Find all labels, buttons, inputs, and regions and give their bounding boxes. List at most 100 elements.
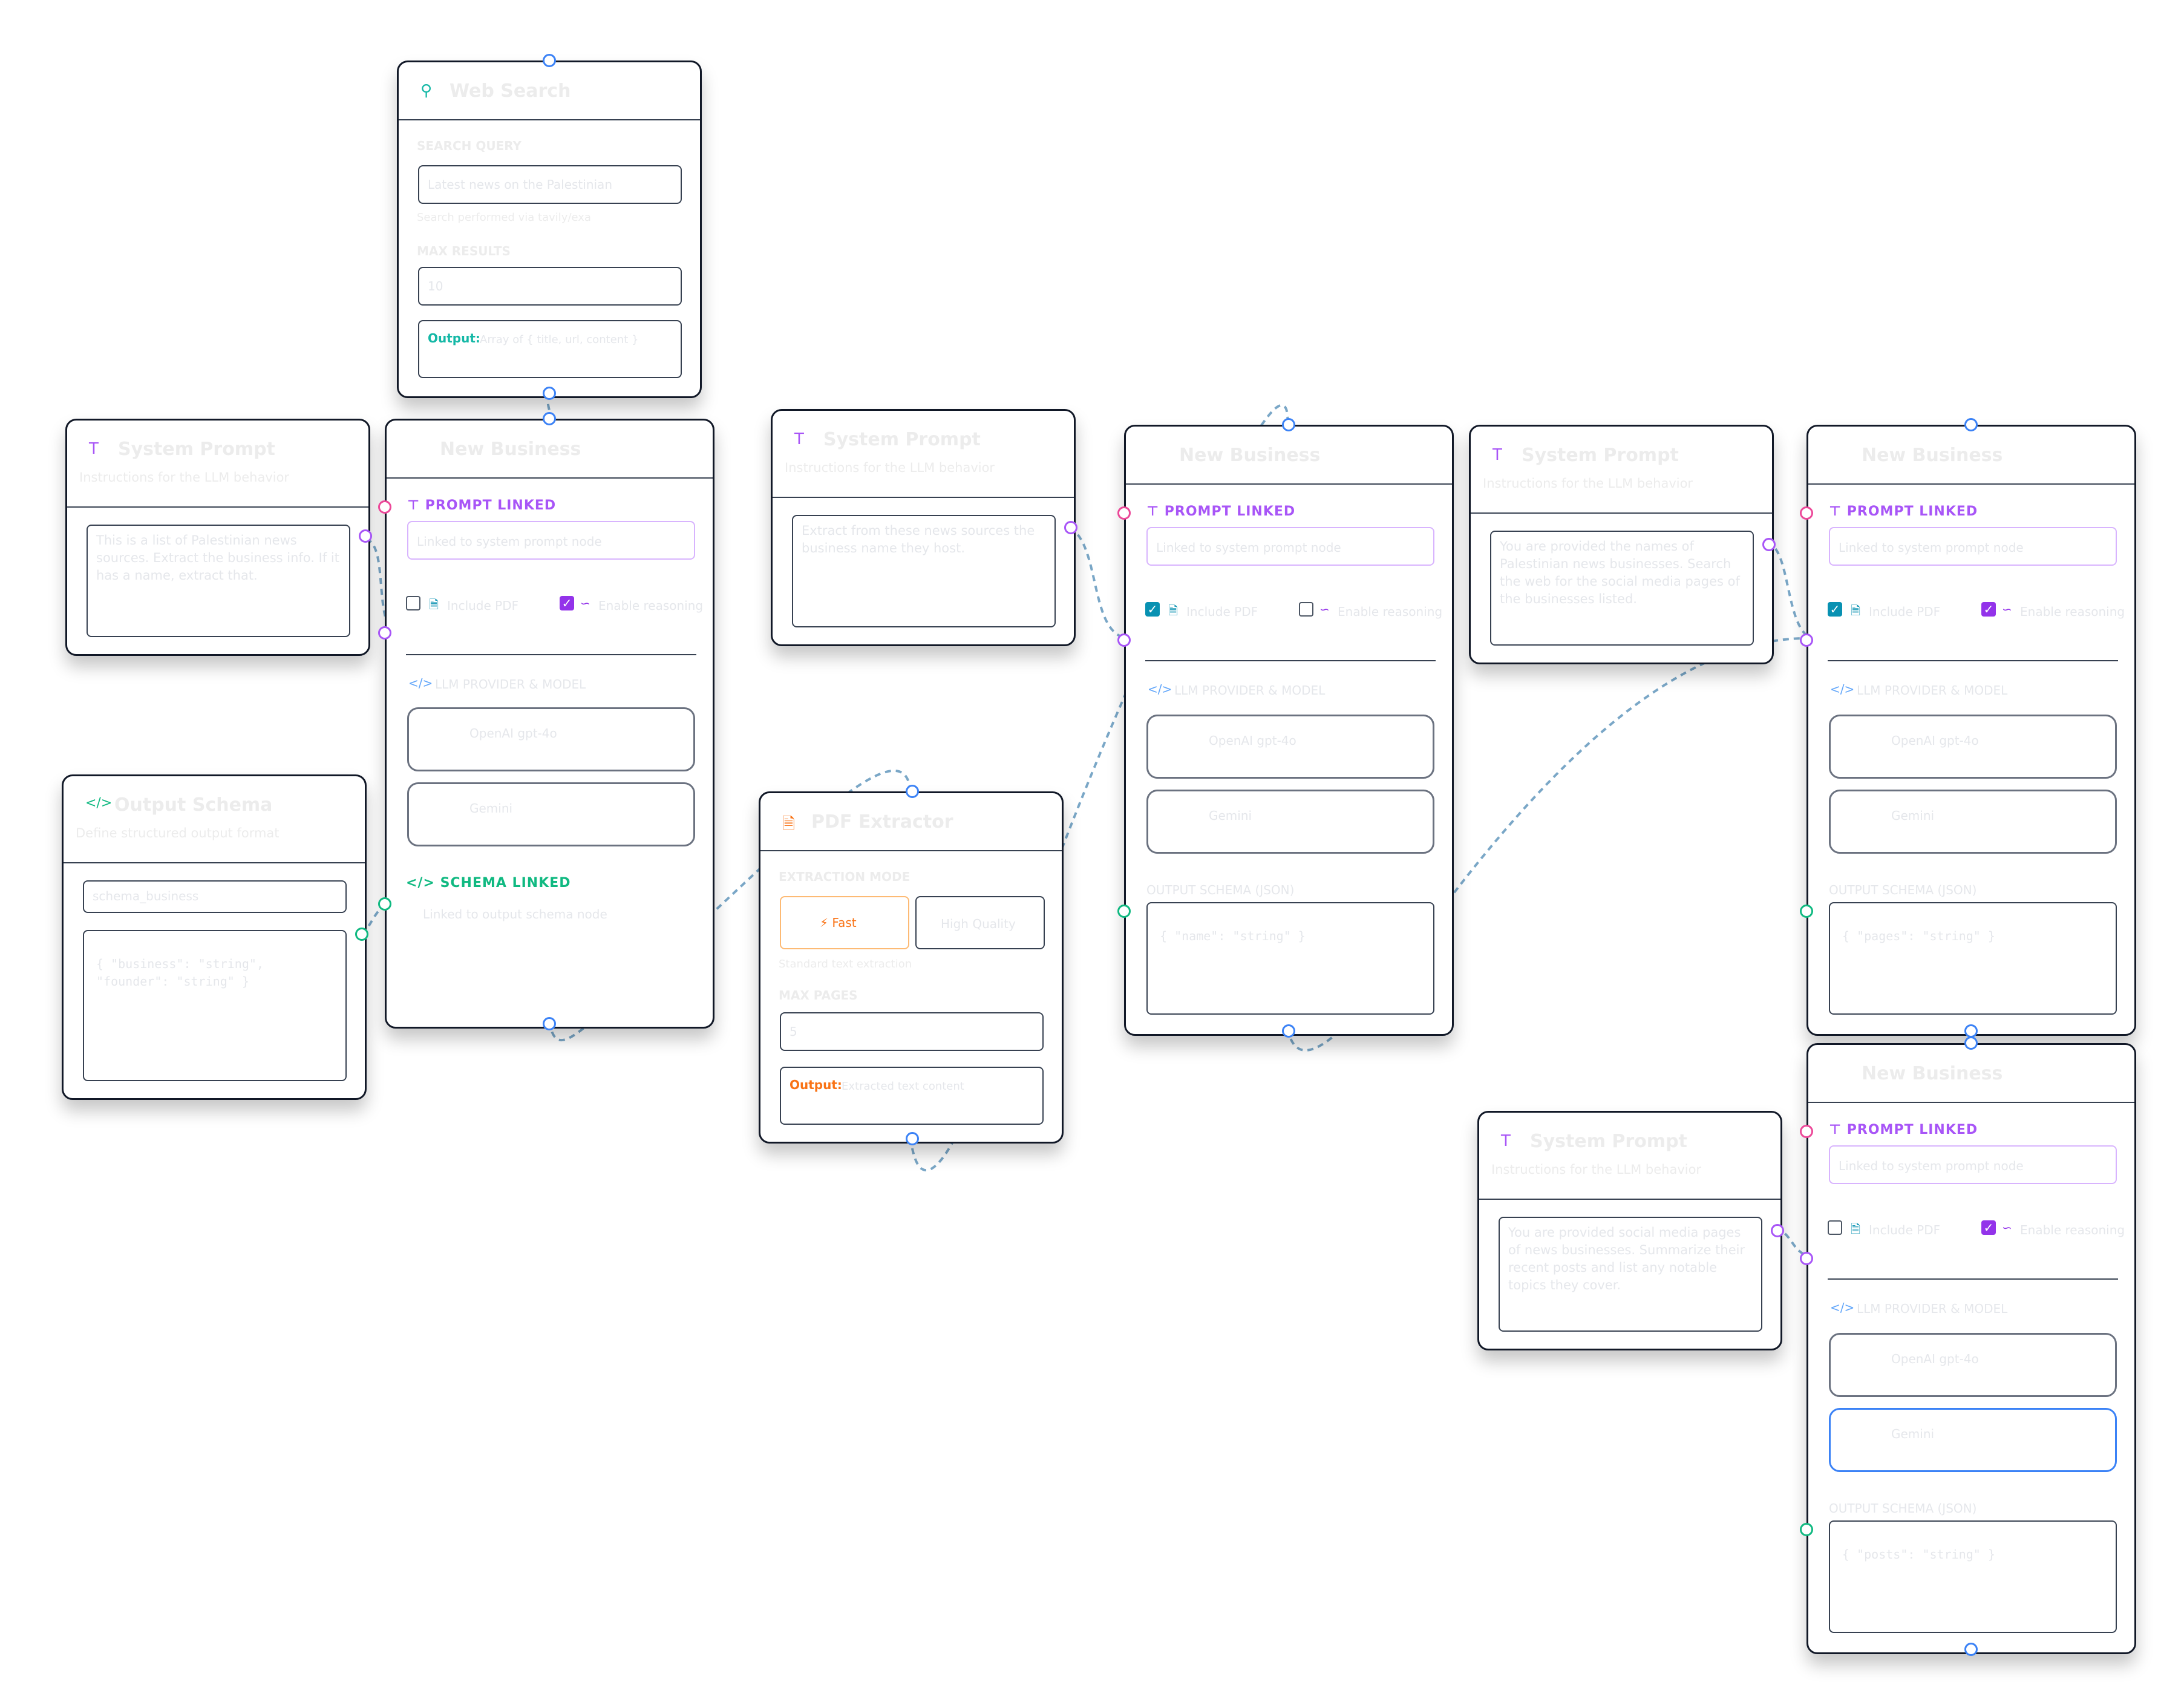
include-pdf-checkbox[interactable]: ✓ [1828, 602, 1842, 617]
prompt-textarea[interactable]: You are provided social media pages of n… [1499, 1217, 1762, 1332]
brain-icon: ∽ [2002, 602, 2012, 617]
enable-reasoning-checkbox[interactable]: ✓ [1981, 1220, 1996, 1235]
prompt-linked-label: ⊤ PROMPT LINKED [407, 498, 557, 513]
handle-bottom[interactable] [1964, 1643, 1978, 1656]
handle-prompt-in[interactable] [1800, 1125, 1813, 1138]
node-title: New Business [1862, 1063, 2003, 1084]
node-title: New Business [1862, 445, 2003, 466]
node-subtitle: Instructions for the LLM behavior [1491, 1162, 1702, 1177]
type-icon: T [1501, 1132, 1511, 1150]
search-query-label: SEARCH QUERY [417, 139, 522, 153]
llm-node-2[interactable]: New Business ⊤ PROMPT LINKED Linked to s… [1117, 418, 1454, 1038]
handle-right[interactable] [1771, 1224, 1784, 1237]
handle-prompt-in[interactable] [378, 500, 391, 514]
divider [1828, 1278, 2118, 1280]
handle-bottom[interactable] [543, 1017, 556, 1030]
handle-top[interactable] [1964, 418, 1978, 431]
prompt-textarea[interactable]: This is a list of Palestinian news sourc… [87, 525, 350, 637]
schema-json-textarea[interactable]: { "name": "string" } [1146, 902, 1434, 1015]
node-title: PDF Extractor [811, 811, 953, 833]
file-icon: 🗎 [782, 815, 795, 833]
output-schema-label: OUTPUT SCHEMA (JSON) [1829, 1501, 1977, 1516]
search-query-input[interactable]: Latest news on the Palestinian [418, 165, 682, 204]
handle-right[interactable] [359, 529, 372, 543]
handle-top[interactable] [1964, 1036, 1978, 1050]
system-prompt-node-4[interactable]: T System Prompt Instructions for the LLM… [1477, 1111, 1784, 1350]
file-icon: 🗎 [1168, 603, 1179, 618]
handle-top[interactable] [543, 412, 556, 425]
node-subtitle: Instructions for the LLM behavior [1483, 476, 1693, 491]
schema-linked-label: </> SCHEMA LINKED [406, 875, 571, 891]
handle-top[interactable] [543, 54, 556, 67]
pdf-extractor-node[interactable]: 🗎 PDF Extractor EXTRACTION MODE ⚡ Fast H… [759, 785, 1064, 1145]
include-pdf-checkbox[interactable] [1828, 1220, 1842, 1235]
max-results-input[interactable]: 10 [418, 267, 682, 306]
handle-right[interactable] [1762, 538, 1776, 551]
node-subtitle: Instructions for the LLM behavior [79, 470, 290, 485]
llm-node-3[interactable]: New Business ⊤ PROMPT LINKED Linked to s… [1800, 418, 2136, 1038]
mode-hint: Standard text extraction [779, 958, 912, 970]
node-header: T System Prompt Instructions for the LLM… [1471, 427, 1772, 514]
node-subtitle: Instructions for the LLM behavior [785, 460, 995, 475]
handle-right[interactable] [1064, 521, 1077, 534]
include-pdf-checkbox[interactable] [406, 596, 420, 610]
model-option-1[interactable]: OpenAI gpt-4o [407, 707, 695, 771]
schema-name-input[interactable]: schema_business [83, 880, 347, 913]
handle-bottom[interactable] [1964, 1024, 1978, 1038]
handle-schema-in[interactable] [378, 897, 391, 911]
enable-reasoning-checkbox[interactable]: ✓ [1981, 602, 1996, 617]
output-schema-node[interactable]: </> Output Schema Define structured outp… [62, 774, 368, 1100]
node-title: System Prompt [118, 439, 275, 460]
handle-context-in[interactable] [1117, 633, 1131, 647]
system-prompt-node-2[interactable]: T System Prompt Instructions for the LLM… [771, 409, 1077, 646]
handle-right[interactable] [355, 928, 368, 941]
node-title: Web Search [450, 80, 571, 102]
node-title: Output Schema [114, 794, 273, 816]
model-option-2[interactable]: Gemini [1146, 790, 1434, 854]
model-option-2[interactable]: Gemini [407, 782, 695, 846]
handle-top[interactable] [906, 785, 919, 798]
schema-json-textarea[interactable]: { "posts": "string" } [1829, 1520, 2117, 1633]
handle-schema-in[interactable] [1117, 905, 1131, 918]
handle-context-in[interactable] [1800, 633, 1813, 647]
handle-bottom[interactable] [543, 387, 556, 400]
handle-prompt-in[interactable] [1117, 506, 1131, 520]
system-prompt-node-1[interactable]: T System Prompt Instructions for the LLM… [65, 419, 372, 656]
node-title: System Prompt [1522, 445, 1679, 466]
divider [406, 654, 696, 655]
schema-json-textarea[interactable]: { "pages": "string" } [1829, 902, 2117, 1015]
handle-context-in[interactable] [1800, 1252, 1813, 1265]
node-title: New Business [440, 439, 581, 460]
max-results-label: MAX RESULTS [417, 244, 511, 258]
include-pdf-checkbox[interactable]: ✓ [1145, 602, 1160, 617]
model-option-1[interactable]: OpenAI gpt-4o [1146, 715, 1434, 779]
enable-reasoning-checkbox[interactable]: ✓ [560, 596, 574, 610]
handle-context-in[interactable] [378, 626, 391, 640]
llm-node-4[interactable]: New Business ⊤ PROMPT LINKED Linked to s… [1800, 1036, 2136, 1656]
max-pages-input[interactable]: 5 [780, 1012, 1044, 1051]
handle-schema-in[interactable] [1800, 905, 1813, 918]
handle-top[interactable] [1282, 418, 1295, 431]
llm-node-1[interactable]: New Business ⊤ PROMPT LINKED Linked to s… [378, 412, 714, 1030]
handle-bottom[interactable] [1282, 1024, 1295, 1038]
fast-mode-button[interactable]: ⚡ Fast [780, 896, 909, 949]
code-icon: </> [1830, 682, 1855, 696]
max-pages-label: MAX PAGES [779, 988, 858, 1003]
model-option-2[interactable]: Gemini [1829, 790, 2117, 854]
node-header: New Business [1126, 427, 1452, 485]
prompt-textarea[interactable]: Extract from these news sources the busi… [792, 515, 1056, 627]
output-box: Output: Extracted text content [780, 1067, 1044, 1125]
enable-reasoning-checkbox[interactable] [1299, 602, 1313, 617]
handle-bottom[interactable] [906, 1132, 919, 1145]
handle-schema-in[interactable] [1800, 1523, 1813, 1536]
model-option-1[interactable]: OpenAI gpt-4o [1829, 715, 2117, 779]
handle-prompt-in[interactable] [1800, 506, 1813, 520]
model-option-2[interactable]: Gemini [1829, 1408, 2117, 1472]
high-quality-mode-button[interactable]: High Quality [915, 896, 1045, 949]
schema-json-textarea[interactable]: { "business": "string", "founder": "stri… [83, 930, 347, 1081]
model-option-1[interactable]: OpenAI gpt-4o [1829, 1333, 2117, 1397]
system-prompt-node-3[interactable]: T System Prompt Instructions for the LLM… [1469, 425, 1776, 664]
web-search-node[interactable]: ⚲ Web Search SEARCH QUERY Latest news on… [397, 54, 702, 400]
node-subtitle: Define structured output format [76, 826, 280, 840]
prompt-textarea[interactable]: You are provided the names of Palestinia… [1490, 531, 1754, 646]
